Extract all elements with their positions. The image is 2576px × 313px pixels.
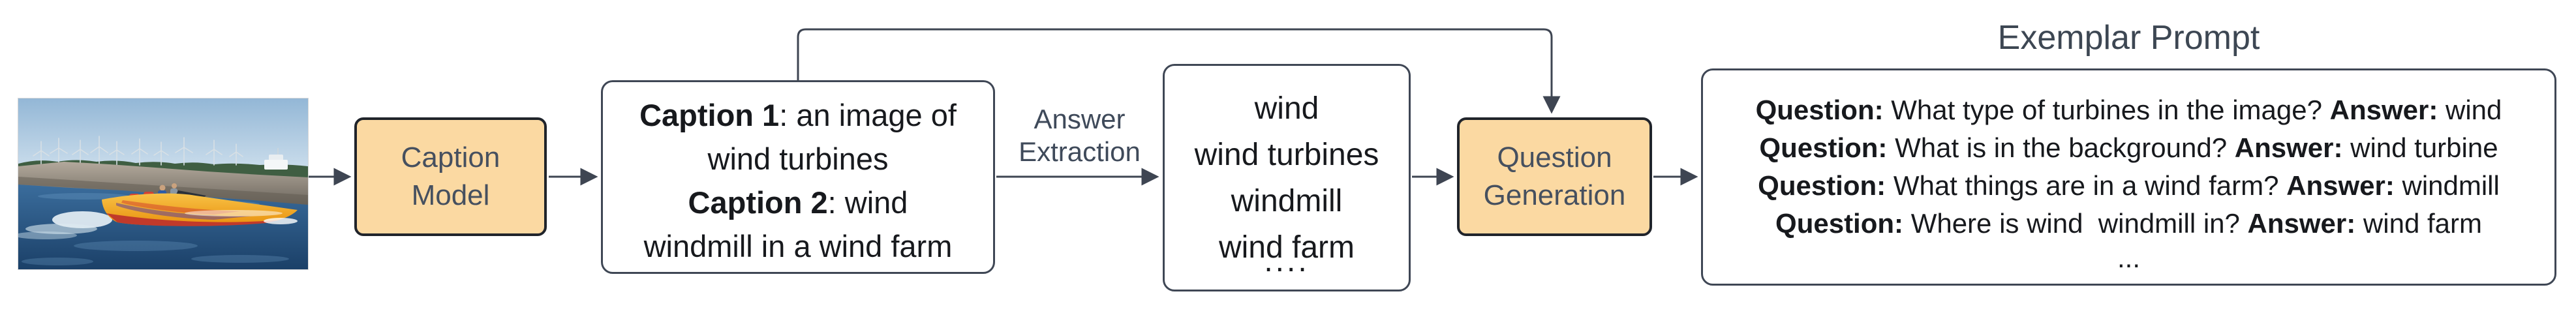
text-line: Question <box>1497 142 1612 173</box>
text-line: Question: What is in the background? Ans… <box>1759 132 2498 163</box>
text-line: Caption 2: wind <box>688 185 908 220</box>
text-line: wind turbines <box>1194 138 1379 172</box>
text-line: Caption <box>401 142 500 173</box>
exemplar-prompt-box: Question: What type of turbines in the i… <box>1701 68 2556 286</box>
exemplar-prompt-title: Exemplar Prompt <box>1997 19 2260 57</box>
text-line: wind <box>1254 91 1319 126</box>
connector-captions-to-question-generation <box>797 28 1561 114</box>
speedboat <box>102 183 298 226</box>
input-image-scene <box>18 98 308 269</box>
boat-wake <box>18 211 112 239</box>
ship <box>264 148 288 170</box>
text-line: Question: Where is wind windmill in? Ans… <box>1775 208 2482 239</box>
text-line: wind turbines <box>707 141 889 176</box>
extracted-answers-box: wind wind turbines windmill wind farm.... <box>1163 64 1411 291</box>
text-line: .... <box>1264 244 1310 278</box>
text-line: wind farm <box>1218 230 1355 265</box>
text-line: Generation <box>1483 179 1626 211</box>
wind-turbines <box>33 136 243 166</box>
text-line: Answer <box>1034 104 1126 134</box>
text-line: Question: What things are in a wind farm… <box>1758 170 2500 201</box>
input-image <box>18 98 309 270</box>
text-line: windmill <box>1231 184 1343 218</box>
text-line: Caption 1: an image of <box>639 97 957 132</box>
text-line: ... <box>2117 243 2140 273</box>
text-line: Model <box>411 179 490 211</box>
text-line: Question: What type of turbines in the i… <box>1755 95 2502 125</box>
text-line: Extraction <box>1019 136 1141 167</box>
text-line: windmill in a wind farm <box>643 228 953 263</box>
